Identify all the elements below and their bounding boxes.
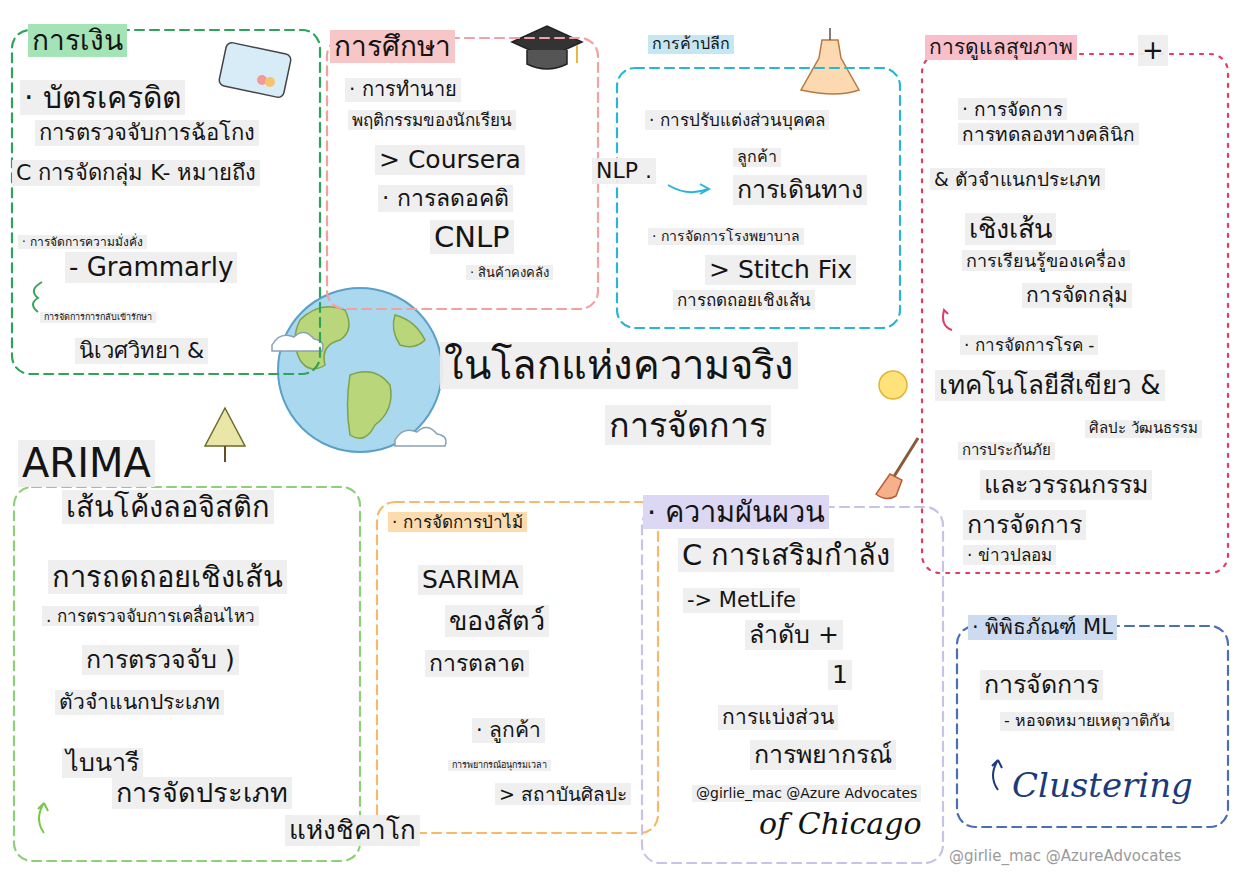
region-note: การจัดประเภท — [112, 777, 292, 809]
graduation-cap-icon — [512, 26, 582, 69]
topic-region: · การจัดการป่าไม้ SARIMA ของสัตว์การตลาด · … — [375, 500, 660, 835]
region-note: · การทำนาย — [345, 78, 461, 102]
region-note: นิเวศวิทยา & — [75, 338, 208, 364]
topic-region: ARIMAเส้นโค้งลอจิสติกการถดถอยเชิงเส้น. ก… — [12, 485, 362, 863]
region-note: . การตรวจจับการเคลื่อนไหว — [42, 606, 259, 626]
region-heading: · การจัดการป่าไม้ — [388, 512, 527, 532]
credit-card-icon — [218, 42, 292, 99]
region-note: & ตัวจำแนกประเภท — [930, 168, 1105, 190]
region-note: · สินค้าคงคลัง — [466, 265, 553, 280]
region-note: C การจัดกลุ่ม K- หมายถึง — [12, 160, 260, 186]
region-note: การแบ่งส่วน — [718, 705, 838, 730]
region-note: การจัดกลุ่ม — [1022, 283, 1132, 308]
region-note: · การจัดการโรค - — [960, 335, 1098, 355]
watermark: @girlie_mac @AzureAdvocates — [945, 848, 1185, 866]
region-heading: การเงิน — [28, 24, 127, 57]
curl-arrow — [992, 760, 1002, 790]
topic-region: การดูแลสุขภาพ+· การจัดการการทดลองทางคลิน… — [920, 52, 1230, 575]
region-heading: การศึกษา — [330, 30, 455, 63]
region-note: การตรวจจับ ) — [82, 645, 239, 675]
region-note: การพยากรณ์ — [750, 740, 896, 770]
region-note: - หอจดหมายเหตุวาติกัน — [1000, 712, 1174, 731]
region-note: - Grammarly — [65, 252, 237, 283]
dress-icon — [801, 28, 859, 94]
region-note: การเดินทาง — [733, 175, 867, 205]
main-title: ในโลกแห่งความจริง — [440, 342, 798, 389]
region-note: + — [1138, 35, 1168, 66]
region-note: · บัตรเครดิต — [20, 80, 185, 115]
region-note: การจัดการ — [980, 670, 1103, 700]
topic-region: การเงิน· บัตรเครดิตการตรวจจับการฉ้อโกงC … — [10, 28, 322, 376]
region-note: · การจัดการความมั่งคั่ง — [18, 235, 147, 249]
region-heading: การค้าปลีก — [648, 35, 734, 54]
topic-region: · พิพิธภัณฑ์ MLการจัดการ- หอจดหมายเหตุวา… — [955, 624, 1230, 829]
region-note: เชิงเส้น — [965, 213, 1056, 245]
region-note: ไบนารี — [62, 748, 143, 778]
tree-icon — [205, 408, 245, 462]
region-note: และวรรณกรรม — [980, 470, 1152, 500]
region-note: C การเสริมกำลัง — [678, 538, 894, 572]
broom-icon — [876, 438, 918, 499]
region-note: -> MetLife — [683, 588, 800, 613]
curl-arrow — [943, 310, 952, 330]
region-note: การจัดการ — [963, 510, 1086, 540]
region-note: Clustering — [1008, 765, 1197, 805]
region-note: · การจัดการโรงพยาบาล — [648, 228, 804, 245]
region-note: of Chicago — [755, 806, 926, 841]
region-note: > Stitch Fix — [705, 255, 856, 285]
topic-region: การค้าปลีก· การปรับแต่งส่วนบุคคลลูกค้ากา… — [615, 66, 902, 330]
region-heading: · พิพิธภัณฑ์ ML — [968, 615, 1117, 640]
region-note: > Coursera — [375, 145, 525, 175]
region-note: พฤติกรรมของนักเรียน — [348, 110, 516, 130]
region-note: การตลาด — [425, 650, 529, 677]
region-note: เทคโนโลยีสีเขียว & — [935, 370, 1165, 401]
free-label: NLP . — [592, 158, 656, 184]
region-note: การเรียนรู้ของเครื่อง — [962, 250, 1130, 271]
topic-region: · ความผันผวนC การเสริมกำลัง-> MetLifeลำด… — [640, 505, 945, 865]
region-heading: ARIMA — [18, 440, 155, 487]
region-note: การพยากรณ์อนุกรมเวลา — [448, 760, 551, 771]
region-note: การถดถอยเชิงเส้น — [673, 290, 815, 310]
region-note: · การลดอคติ — [378, 185, 513, 212]
region-heading: · ความผันผวน — [643, 495, 829, 529]
region-note: · ลูกค้า — [472, 718, 545, 743]
region-note: ลำดับ + — [745, 620, 843, 650]
region-note: SARIMA — [418, 565, 523, 595]
arrow-head — [700, 184, 709, 194]
region-note: ศิลปะ วัฒนธรรม — [1085, 420, 1202, 438]
region-note: การถดถอยเชิงเส้น — [48, 560, 287, 594]
region-note: CNLP — [430, 220, 514, 254]
curl-arrow — [38, 803, 48, 833]
region-note: · การปรับแต่งส่วนบุคคล — [645, 110, 829, 130]
region-note: ตัวจำแนกประเภท — [55, 690, 224, 715]
region-note: · ข่าวปลอม — [963, 545, 1056, 565]
region-note: ลูกค้า — [733, 148, 781, 167]
region-note: ของสัตว์ — [445, 605, 549, 637]
globe-drawing — [272, 288, 907, 452]
region-note: @girlie_mac @Azure Advocates — [692, 785, 921, 802]
free-label: แห่งชิคาโก — [285, 815, 420, 846]
free-label: การจัดการ — [605, 405, 771, 445]
region-note: การตรวจจับการฉ้อโกง — [35, 120, 259, 146]
region-heading: การดูแลสุขภาพ — [925, 35, 1077, 60]
region-note: เส้นโค้งลอจิสติก — [62, 490, 274, 524]
region-note: การประกันภัย — [958, 442, 1055, 460]
region-note: การจัดการการกลับเข้ารักษา — [40, 312, 156, 323]
region-note: > สถาบันศิลปะ — [495, 783, 631, 805]
region-note: การทดลองทางคลินิก — [958, 123, 1139, 145]
region-note: · การจัดการ — [958, 98, 1067, 120]
squiggle-mark — [33, 282, 42, 312]
topic-region: การศึกษา· การทำนายพฤติกรรมของนักเรียน> C… — [325, 36, 600, 311]
region-note: 1 — [828, 660, 852, 690]
